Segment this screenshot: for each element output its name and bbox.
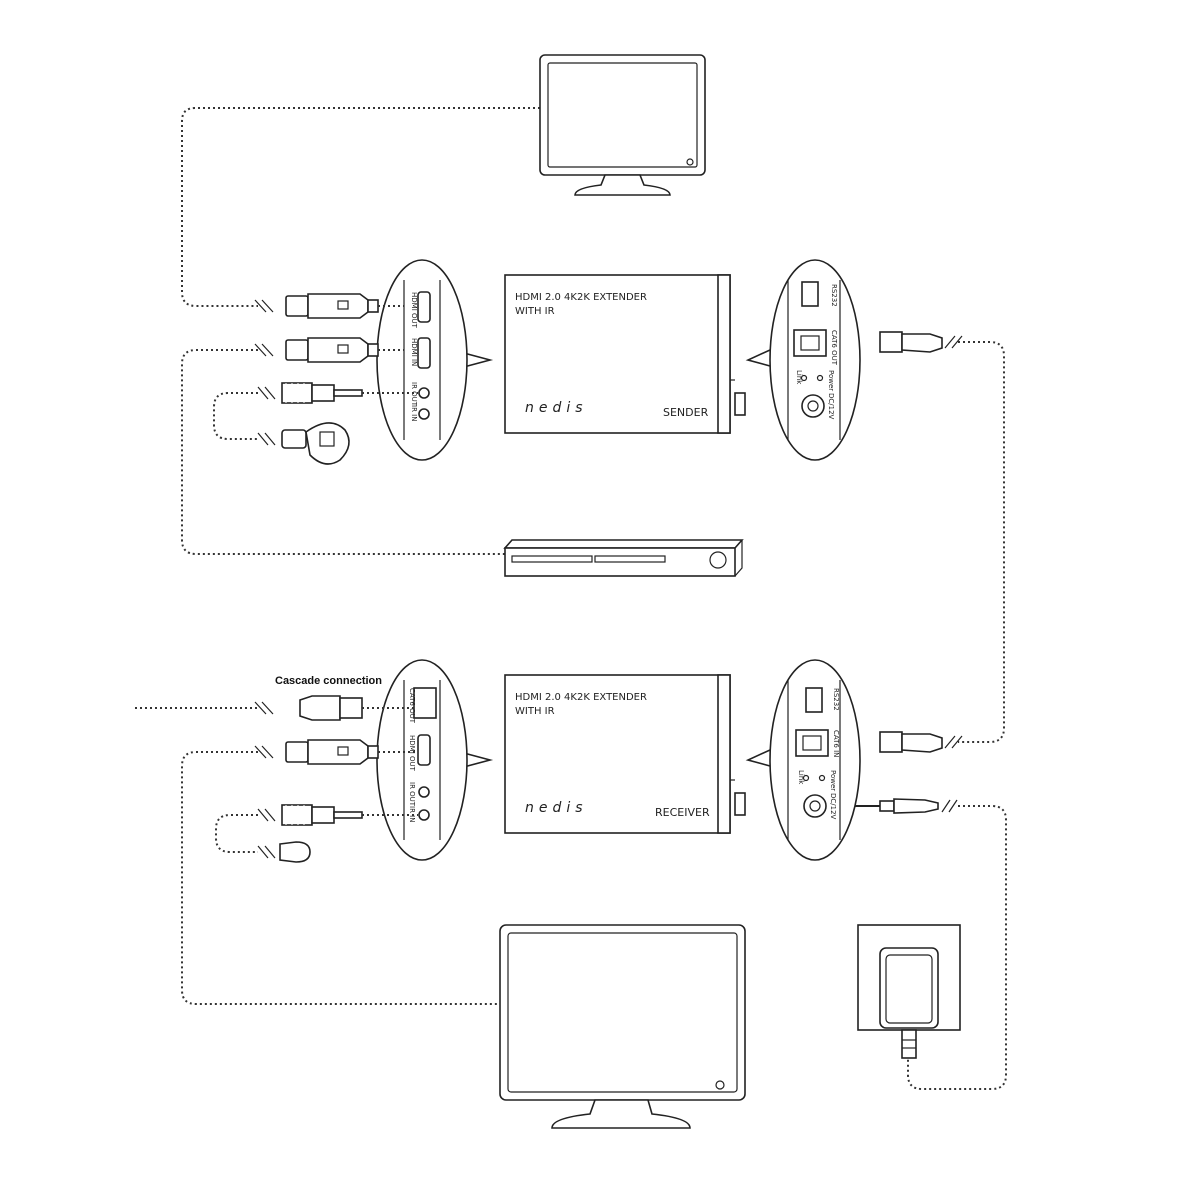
hdmi-plug-icon [254, 337, 379, 363]
sender-right-panel-callout: RS232 CAT6 OUT Link Power DC/12V [745, 259, 861, 461]
sender-port-hdmi-in: HDMI IN [410, 338, 418, 366]
sender-left-panel-callout: HDMI OUT HDMI IN IR OUT IR IN [376, 259, 494, 461]
receiver-port-rs232: RS232 [832, 688, 840, 711]
power-adapter-icon [857, 924, 961, 1059]
sender-led-power: Power [827, 370, 835, 391]
receiver-port-dc-12v: DC/12V [829, 793, 837, 820]
receiver-port-ir-out: IR OUT [408, 782, 416, 807]
cable-receiver-hdmi-out-to-monitor [181, 751, 500, 1005]
rj45-port-icon [793, 329, 827, 357]
sender-port-dc-12v: DC/12V [827, 393, 835, 420]
sender-brand-logo: nedis [525, 400, 588, 416]
receiver-led-link: Link [797, 770, 805, 785]
ir-out-jack-icon [418, 387, 430, 399]
monitor-icon [499, 924, 746, 1129]
hdmi-port-icon [417, 734, 431, 766]
cable-power [907, 805, 1007, 1090]
ir-in-jack-icon [418, 408, 430, 420]
hdmi-port-icon [417, 337, 431, 369]
dc-plug-icon [855, 798, 958, 814]
link-led-icon [800, 374, 808, 382]
ir-in-jack-icon [418, 786, 430, 798]
dc-jack-icon [803, 794, 827, 818]
hdmi-plug-icon [254, 739, 379, 765]
receiver-port-hdmi-out: HDMI OUT [408, 735, 416, 772]
receiver-title-line2: WITH IR [515, 706, 555, 717]
rs232-terminal-icon [801, 281, 819, 307]
receiver-role-label: RECEIVER [655, 806, 710, 819]
rj45-plug-icon [254, 695, 363, 721]
sender-port-ir-in: IR IN [410, 405, 418, 421]
receiver-led-power: Power [829, 770, 837, 791]
sender-title-line1: HDMI 2.0 4K2K EXTENDER [515, 292, 647, 303]
cascade-connection-label: Cascade connection [275, 675, 382, 687]
hdmi-plug-icon [254, 293, 379, 319]
ir-out-jack-icon [418, 809, 430, 821]
sender-port-ir-out: IR OUT [410, 382, 418, 407]
receiver-unit: HDMI 2.0 4K2K EXTENDER WITH IR nedis REC… [504, 674, 746, 834]
audio-jack-icon [257, 804, 363, 826]
receiver-port-cat6-out: CAT6 OUT [408, 688, 416, 724]
receiver-right-panel-callout: RS232 CAT6 IN Link Power DC/12V [745, 659, 861, 861]
sender-port-rs232: RS232 [830, 284, 838, 307]
audio-jack-icon [257, 382, 363, 404]
dc-jack-icon [801, 394, 825, 418]
monitor-icon [539, 54, 706, 196]
blu-ray-player-icon [503, 539, 744, 577]
rj45-plug-icon [879, 331, 963, 353]
ir-sensor-icon [257, 422, 350, 465]
receiver-left-panel-callout: CAT6 OUT HDMI OUT IR OUT IR IN [376, 659, 494, 861]
sender-title-line2: WITH IR [515, 306, 555, 317]
ir-emitter-icon [257, 841, 311, 863]
cable-cat6-link [958, 341, 1005, 743]
cables [135, 107, 1007, 1090]
rj45-plug-icon [879, 731, 963, 753]
cable-ir-sensor [213, 392, 258, 440]
sender-role-label: SENDER [663, 406, 709, 419]
rs232-terminal-icon [805, 687, 823, 713]
rj45-port-icon [795, 729, 829, 757]
cable-monitor-to-sender-hdmi-out [181, 107, 540, 307]
sender-led-link: Link [795, 370, 803, 385]
power-led-icon [816, 374, 824, 382]
sender-port-hdmi-out: HDMI OUT [410, 292, 418, 329]
sender-port-cat6-out: CAT6 OUT [830, 330, 838, 366]
link-led-icon [802, 774, 810, 782]
receiver-brand-logo: nedis [525, 800, 588, 816]
cable-ir-emitter [215, 814, 258, 853]
rj45-port-icon [413, 687, 437, 719]
hdmi-port-icon [417, 291, 431, 323]
receiver-title-line1: HDMI 2.0 4K2K EXTENDER [515, 692, 647, 703]
sender-unit: HDMI 2.0 4K2K EXTENDER WITH IR nedis SEN… [504, 274, 746, 434]
power-led-icon [818, 774, 826, 782]
receiver-port-cat6-in: CAT6 IN [832, 730, 840, 757]
